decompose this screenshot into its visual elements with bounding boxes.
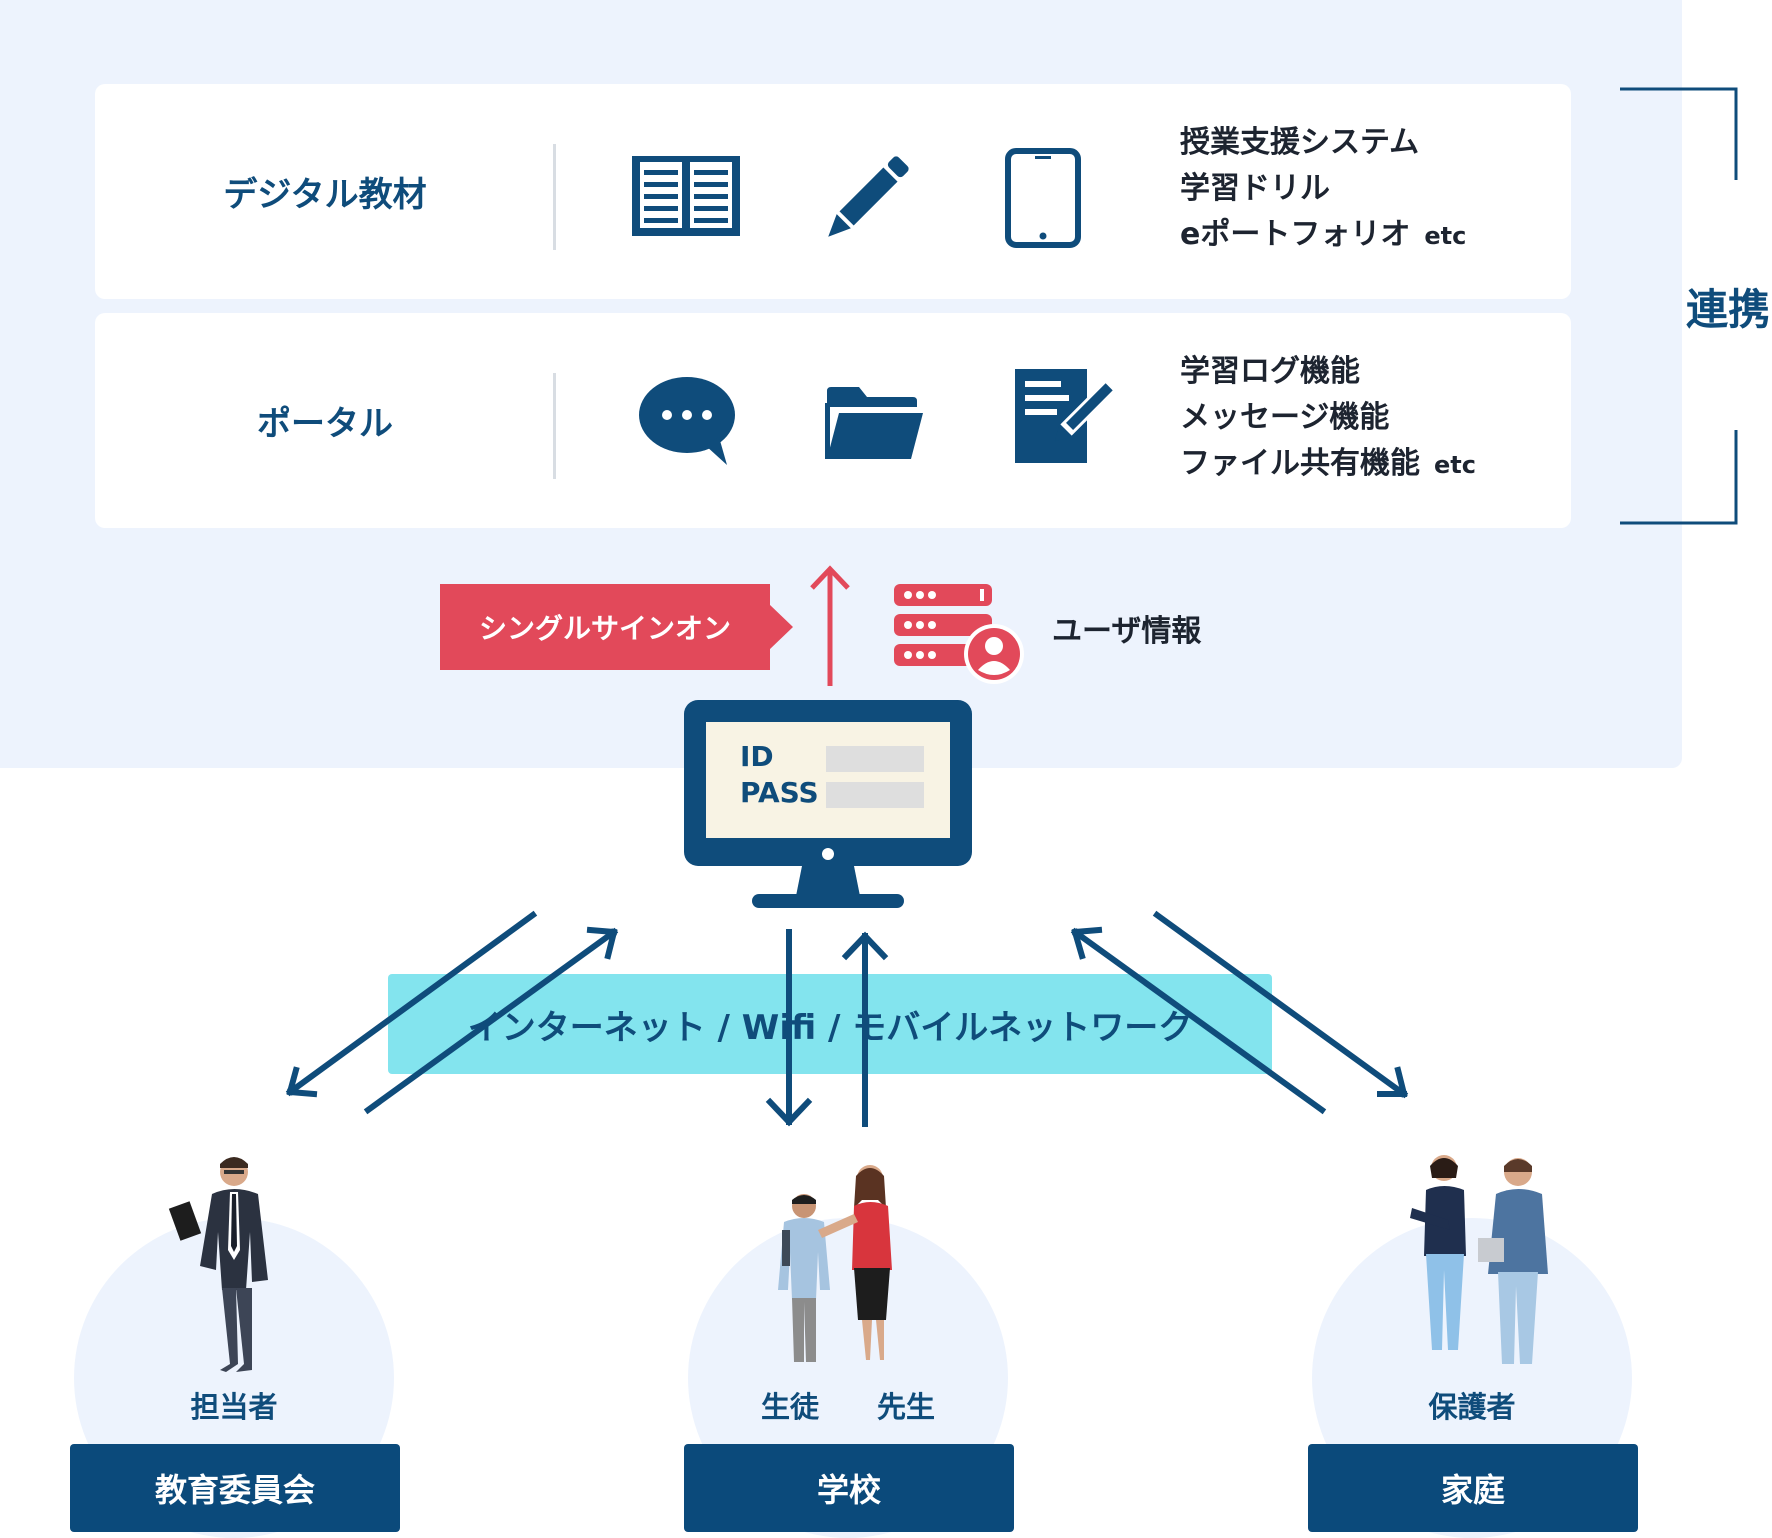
feature-item: 学習ログ機能: [1180, 354, 1360, 389]
user-database-icon: [894, 584, 1024, 684]
teacher-icon: [818, 1165, 892, 1360]
pass-label: PASS: [740, 776, 819, 809]
org-box-school: 学校: [684, 1444, 1014, 1532]
parent-mother-icon: [1410, 1155, 1466, 1350]
org-box-board-of-education: 教育委員会: [70, 1444, 400, 1532]
divider: [553, 373, 556, 479]
arrow-up-icon: [810, 565, 850, 686]
linkage-label: 連携: [1686, 285, 1771, 334]
monitor-icon: [684, 700, 972, 908]
etc-label: etc: [1434, 451, 1476, 479]
chat-bubble-icon: [639, 377, 735, 465]
card-label: ポータル: [257, 404, 393, 444]
official-person-icon: [168, 1157, 268, 1372]
user-info-label: ユーザ情報: [1052, 614, 1202, 649]
tablet-icon: [1005, 148, 1081, 248]
role-label: 保護者: [1428, 1390, 1516, 1424]
org-box-home: 家庭: [1308, 1444, 1638, 1532]
student-icon: [778, 1194, 830, 1362]
pencil-icon: [828, 156, 909, 237]
folder-icon: [825, 387, 923, 459]
sso-label: シングルサインオン: [440, 584, 770, 670]
book-icon: [632, 156, 740, 236]
sso-pointer: [769, 604, 793, 650]
network-band: インターネット / Wifi / モバイルネットワーク: [388, 974, 1272, 1074]
card-label: デジタル教材: [223, 175, 427, 215]
feature-item: メッセージ機能: [1180, 400, 1390, 435]
bracket-line: [1620, 87, 1738, 525]
role-label: 生徒 先生: [760, 1390, 935, 1424]
document-edit-icon: [1015, 369, 1113, 463]
divider: [553, 144, 556, 250]
role-label: 担当者: [190, 1390, 278, 1424]
etc-label: etc: [1424, 222, 1467, 250]
feature-item: 学習ドリル: [1180, 171, 1330, 206]
feature-item: 授業支援システム: [1180, 125, 1420, 160]
parent-father-icon: [1478, 1158, 1548, 1364]
id-label: ID: [740, 740, 774, 773]
